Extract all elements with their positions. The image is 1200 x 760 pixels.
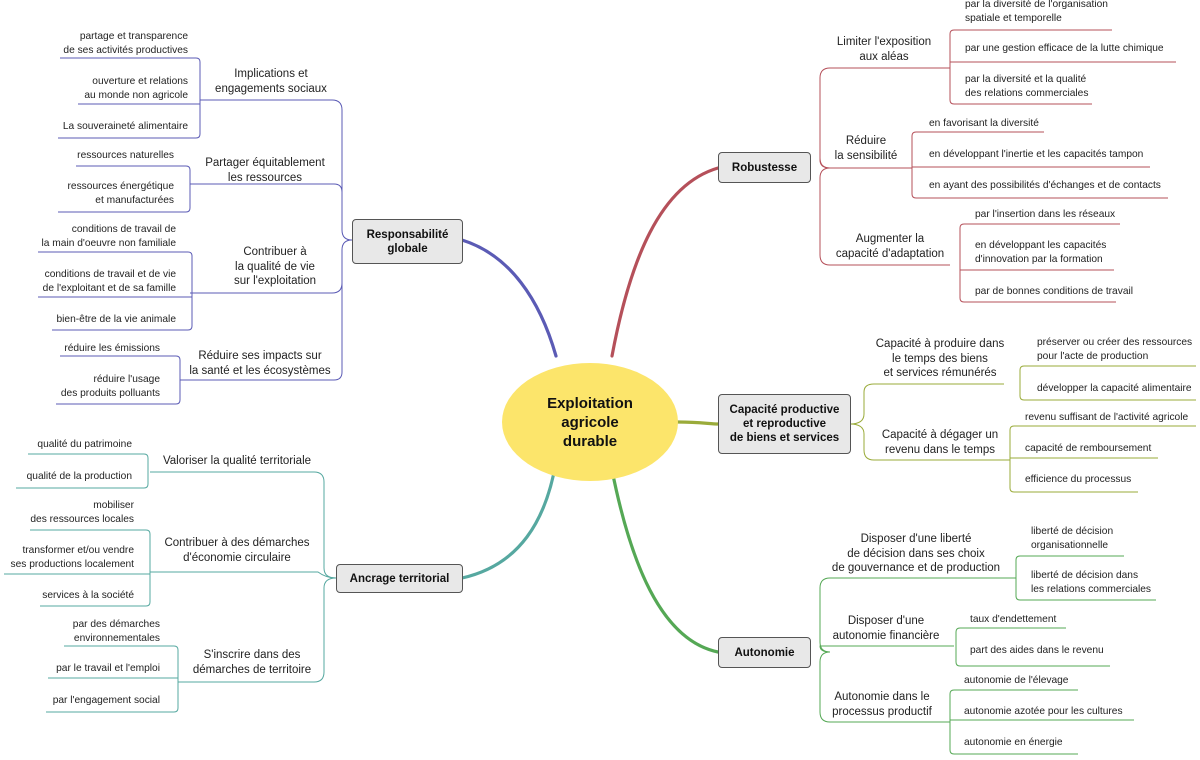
leaf-node[interactable]: ouverture et relations au monde non agri… — [84, 76, 188, 101]
leaf-node[interactable]: bien-être de la vie animale — [56, 314, 177, 325]
sub-node[interactable]: Implications et engagements sociaux — [215, 68, 327, 95]
leaf-node[interactable]: par une gestion efficace de la lutte chi… — [965, 43, 1164, 54]
leaf-node[interactable]: efficience du processus — [1025, 474, 1132, 485]
branch-label: Ancrage territorial — [349, 572, 450, 585]
branch-responsabilite-globale[interactable]: Responsabilité globale — [352, 219, 463, 264]
leaf-node[interactable]: qualité du patrimoine — [37, 439, 132, 450]
leaf-node[interactable]: réduire l'usage des produits polluants — [60, 374, 160, 399]
branch-capacite-productive[interactable]: Capacité productive et reproductive de b… — [718, 394, 851, 454]
leaf-node[interactable]: services à la société — [42, 590, 134, 601]
central-node[interactable]: Exploitation agricole durable — [502, 363, 678, 481]
sub-node[interactable]: Autonomie dans le processus productif — [832, 691, 932, 718]
branch-label: Robustesse — [731, 161, 798, 174]
connector-center-autonomie — [610, 468, 720, 654]
sub-node[interactable]: Partager équitablement les ressources — [205, 157, 325, 184]
leaf-node[interactable]: conditions de travail de la main d'oeuvr… — [41, 224, 176, 249]
branch-robustesse[interactable]: Robustesse — [718, 152, 811, 183]
sub-node[interactable]: Augmenter la capacité d'adaptation — [835, 233, 945, 260]
sub-node[interactable]: Réduire ses impacts sur la santé et les … — [189, 350, 331, 377]
leaf-node[interactable]: par de bonnes conditions de travail — [975, 286, 1134, 297]
connector-center-capacite — [676, 420, 720, 426]
leaf-node[interactable]: autonomie azotée pour les cultures — [964, 706, 1123, 717]
leaf-node[interactable]: en ayant des possibilités d'échanges et … — [929, 180, 1161, 191]
leaf-node[interactable]: qualité de la production — [26, 471, 132, 482]
leaf-node[interactable]: par l'engagement social — [52, 695, 160, 706]
leaf-node[interactable]: autonomie en énergie — [964, 737, 1063, 748]
sub-node[interactable]: Disposer d'une autonomie financière — [832, 615, 940, 642]
leaf-node[interactable]: par la diversité de l'organisation spati… — [965, 0, 1108, 24]
leaf-node[interactable]: mobiliser des ressources locales — [30, 500, 134, 525]
leaf-node[interactable]: conditions de travail et de vie de l'exp… — [42, 269, 176, 294]
leaf-node[interactable]: partage et transparence de ses activités… — [63, 31, 188, 56]
sub-node[interactable]: Disposer d'une liberté de décision dans … — [831, 533, 1001, 574]
sub-node[interactable]: S'inscrire dans des démarches de territo… — [192, 649, 312, 676]
leaf-node[interactable]: ressources naturelles — [77, 150, 174, 161]
sub-node[interactable]: Contribuer à des démarches d'économie ci… — [164, 537, 310, 564]
leaf-node[interactable]: capacité de remboursement — [1025, 443, 1152, 454]
sub-node[interactable]: Limiter l'exposition aux aléas — [836, 36, 932, 63]
leaf-node[interactable]: taux d'endettement — [970, 614, 1057, 625]
leaf-node[interactable]: par le travail et l'emploi — [56, 663, 160, 674]
connector-center-ancrage — [460, 460, 558, 580]
branch-label: Responsabilité globale — [366, 228, 449, 255]
leaf-node[interactable]: La souveraineté alimentaire — [62, 121, 188, 132]
leaf-node[interactable]: par des démarches environnementales — [72, 619, 160, 644]
branch-ancrage-territorial[interactable]: Ancrage territorial — [336, 564, 463, 593]
leaf-node[interactable]: transformer et/ou vendre ses productions… — [10, 545, 134, 570]
leaf-node[interactable]: autonomie de l'élevage — [964, 675, 1069, 686]
leaf-node[interactable]: préserver ou créer des ressources pour l… — [1037, 337, 1193, 362]
leaf-node[interactable]: en favorisant la diversité — [929, 118, 1039, 129]
leaf-node[interactable]: en développant l'inertie et les capacité… — [929, 149, 1144, 160]
leaf-node[interactable]: réduire les émissions — [64, 343, 160, 354]
leaf-node[interactable]: liberté de décision dans les relations c… — [1031, 570, 1152, 595]
sub-node[interactable]: Valoriser la qualité territoriale — [162, 455, 312, 467]
branch-autonomie[interactable]: Autonomie — [718, 637, 811, 668]
leaf-node[interactable]: revenu suffisant de l'activité agricole — [1025, 412, 1189, 423]
branch-label: Autonomie — [734, 646, 795, 659]
connector-center-robustesse — [610, 166, 720, 358]
connector-center-responsabilite — [460, 238, 558, 358]
sub-node[interactable]: Réduire la sensibilité — [834, 135, 898, 162]
central-node-label: Exploitation agricole durable — [547, 394, 633, 450]
leaf-node[interactable]: liberté de décision organisationnelle — [1031, 526, 1114, 551]
leaf-node[interactable]: par la diversité et la qualité des relat… — [965, 74, 1089, 99]
sub-node[interactable]: Capacité à produire dans le temps des bi… — [875, 338, 1005, 379]
sub-node[interactable]: Contribuer à la qualité de vie sur l'exp… — [233, 246, 317, 287]
leaf-node[interactable]: développer la capacité alimentaire — [1037, 383, 1192, 394]
sub-node[interactable]: Capacité à dégager un revenu dans le tem… — [881, 429, 999, 456]
branch-label: Capacité productive et reproductive de b… — [729, 404, 840, 444]
leaf-node[interactable]: en développant les capacités d'innovatio… — [975, 240, 1107, 265]
leaf-node[interactable]: part des aides dans le revenu — [970, 645, 1104, 656]
leaf-node[interactable]: par l'insertion dans les réseaux — [975, 209, 1116, 220]
leaf-node[interactable]: ressources énergétique et manufacturées — [67, 181, 174, 206]
